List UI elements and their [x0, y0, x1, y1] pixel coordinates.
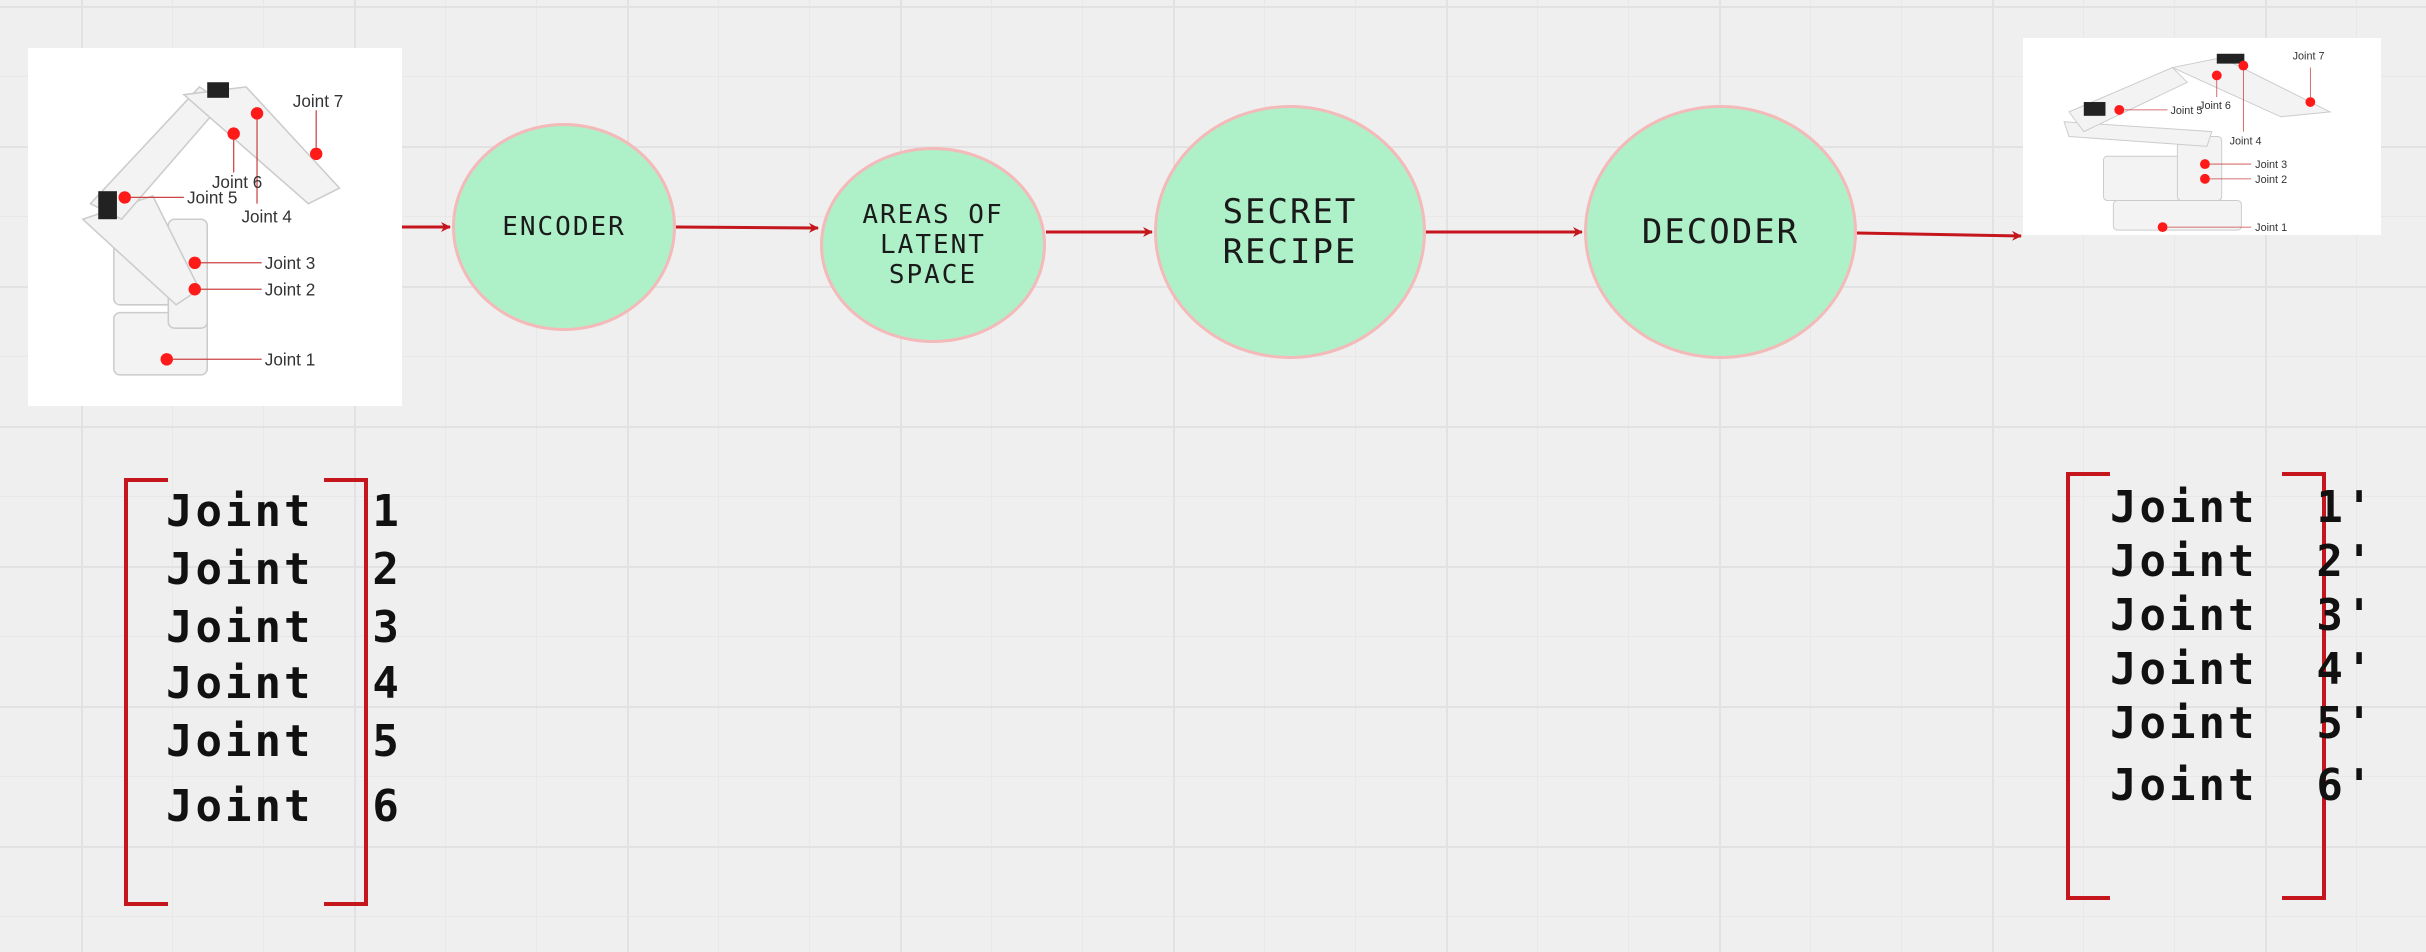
arrow-decoder-to-image	[1856, 230, 2022, 241]
joint-label: Joint 2	[2255, 174, 2287, 186]
input-joint-entry: Joint 2	[166, 544, 402, 595]
joint-label: Joint 7	[293, 92, 343, 111]
output-joint-entry: Joint 2'	[2110, 536, 2376, 587]
secret-recipe-label: SECRET RECIPE	[1222, 192, 1358, 272]
decoder-node[interactable]: DECODER	[1584, 105, 1857, 359]
input-joint-entry: Joint 4	[166, 658, 402, 709]
output-vector-right-bracket	[2282, 472, 2326, 900]
joint-label: Joint 3	[2255, 159, 2287, 171]
joint-label: Joint 4	[241, 207, 292, 226]
input-joint-entry: Joint 5	[166, 716, 402, 767]
input-vector-left-bracket	[124, 478, 168, 906]
output-joint-entry: Joint 3'	[2110, 590, 2376, 641]
latent-space-label: AREAS OF LATENT SPACE	[862, 200, 1004, 290]
output-joint-entry: Joint 4'	[2110, 644, 2376, 695]
input-joint-entry: Joint 1	[166, 486, 402, 537]
robot-arm-illustration: Joint 1 Joint 2 Joint 3 Joint 4 Joint 5 …	[81, 82, 343, 376]
joint-label: Joint 5	[187, 189, 237, 208]
output-robot-arm-image: Joint 1 Joint 2 Joint 3 Joint 4 Joint 5 …	[2023, 38, 2381, 235]
joint-label: Joint 6	[2199, 100, 2231, 112]
robot-arm-illustration: Joint 1 Joint 2 Joint 3 Joint 4 Joint 5 …	[2063, 51, 2332, 234]
output-joint-entry: Joint 6'	[2110, 760, 2376, 811]
input-robot-arm-image: Joint 1 Joint 2 Joint 3 Joint 4 Joint 5 …	[28, 48, 402, 406]
input-joint-entry: Joint 3	[166, 602, 402, 653]
joint-label: Joint 4	[2230, 135, 2262, 147]
joint-label: Joint 7	[2293, 51, 2325, 63]
joint-label: Joint 2	[265, 280, 315, 299]
output-joint-entry: Joint 5'	[2110, 698, 2376, 749]
latent-space-node[interactable]: AREAS OF LATENT SPACE	[820, 147, 1046, 343]
input-joint-entry: Joint 6	[166, 781, 402, 832]
encoder-label: ENCODER	[502, 212, 626, 242]
joint-label: Joint 6	[212, 173, 262, 192]
joint-label: Joint 1	[265, 351, 315, 370]
arrow-encoder-to-latent	[675, 222, 819, 233]
joint-label: Joint 3	[265, 254, 315, 273]
encoder-node[interactable]: ENCODER	[452, 123, 676, 331]
decoder-label: DECODER	[1641, 212, 1800, 252]
output-vector-left-bracket	[2066, 472, 2110, 900]
joint-label: Joint 1	[2255, 222, 2287, 234]
secret-recipe-node[interactable]: SECRET RECIPE	[1154, 105, 1426, 359]
joint-label: Joint 5	[2170, 105, 2202, 117]
output-joint-entry: Joint 1'	[2110, 482, 2376, 533]
input-vector-right-bracket	[324, 478, 368, 906]
